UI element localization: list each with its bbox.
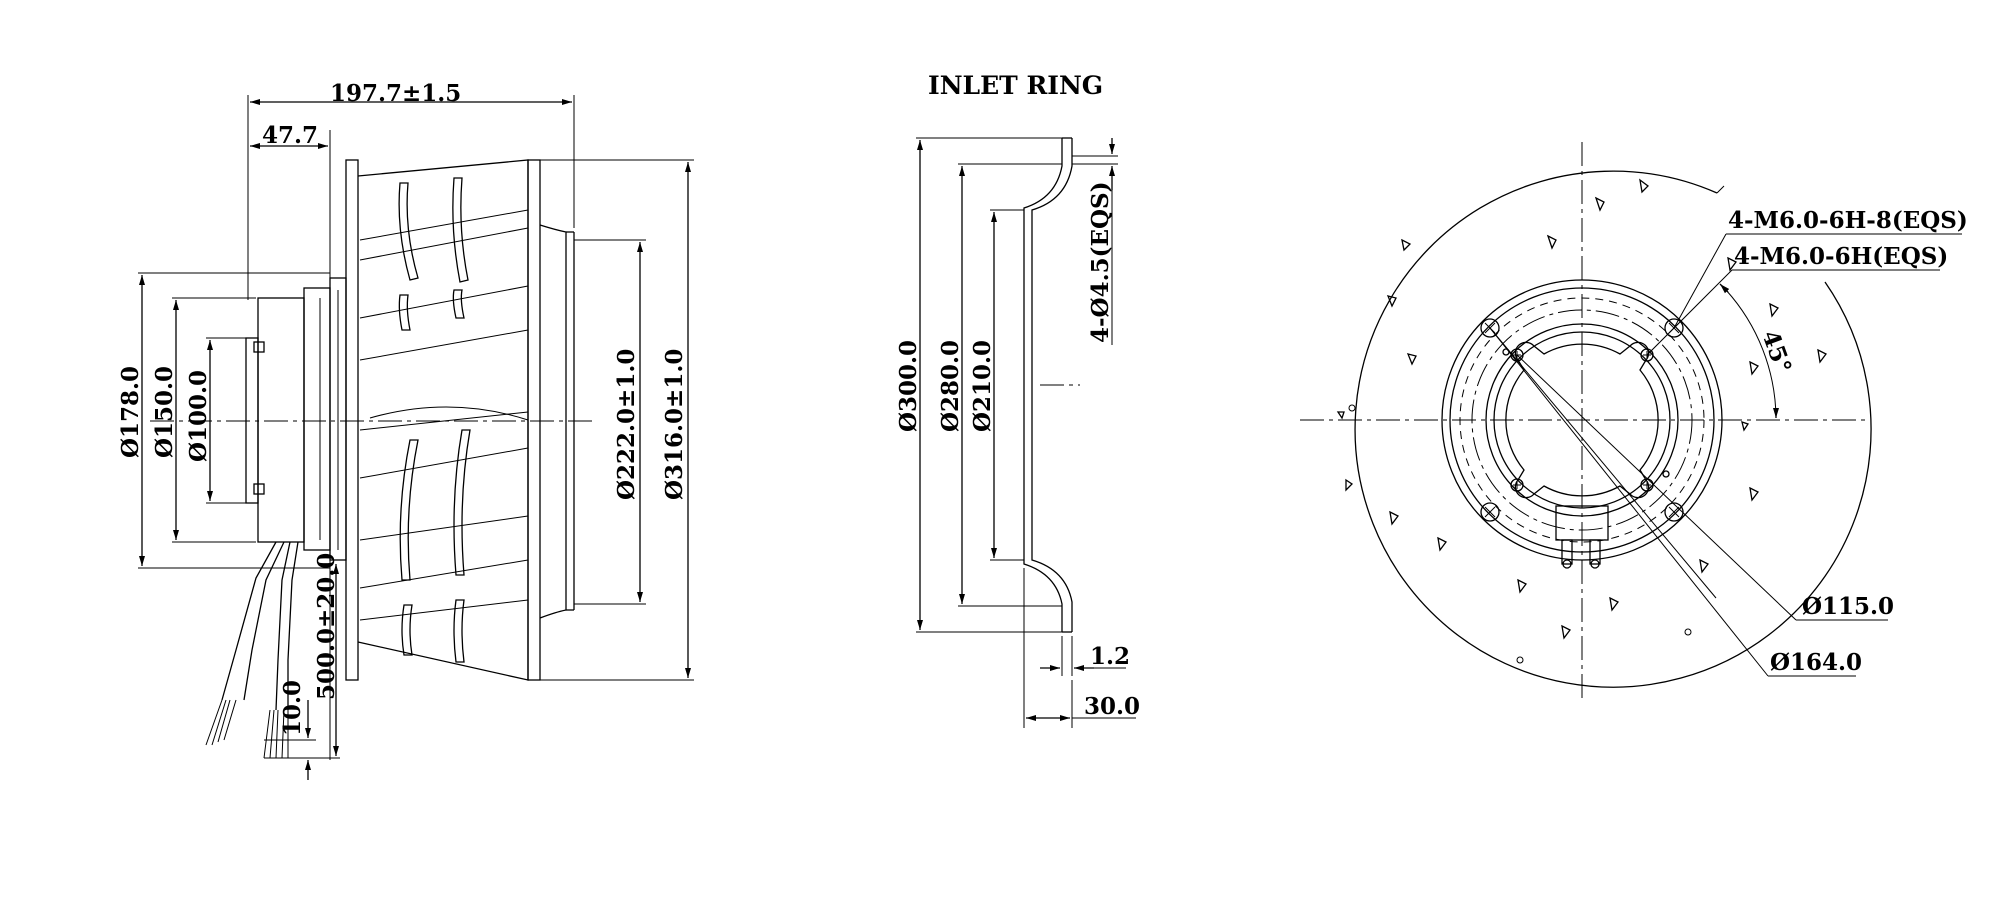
dim-dia-222: Ø222.0±1.0 <box>613 349 640 500</box>
screw-group-outer <box>1480 318 1684 522</box>
dim-ring-thickness: 1.2 <box>1090 643 1130 670</box>
dim-strip-length: 10.0 <box>279 680 306 736</box>
dim-ring-depth: 30.0 <box>1084 693 1140 720</box>
dim-dia-178: Ø178.0 <box>117 366 144 458</box>
dim-pcd-164: Ø164.0 <box>1770 649 1862 676</box>
blade-markers <box>1336 178 1827 664</box>
dim-dia-150: Ø150.0 <box>151 366 178 458</box>
dim-ring-holes: 4-Ø4.5(EQS) <box>1087 181 1114 343</box>
dim-ring-dia-280: Ø280.0 <box>937 340 964 432</box>
side-view: 197.7±1.5 47.7 Ø178.0 Ø150.0 Ø100.0 Ø222… <box>117 80 694 780</box>
dim-ring-dia-210: Ø210.0 <box>969 340 996 432</box>
dim-pcd-115: Ø115.0 <box>1802 593 1894 620</box>
inlet-ring-view: INLET RING Ø300.0 Ø280.0 Ø210.0 4-Ø4.5(E… <box>895 71 1140 728</box>
dim-motor-offset: 47.7 <box>262 122 318 149</box>
dim-dia-100: Ø100.0 <box>185 370 212 462</box>
dim-lead-length: 500.0±20.0 <box>313 553 340 700</box>
label-thread-a: 4-M6.0-6H-8(EQS) <box>1728 207 1968 234</box>
dim-overall-length: 197.7±1.5 <box>330 80 461 107</box>
dim-dia-316: Ø316.0±1.0 <box>661 349 688 500</box>
label-thread-b: 4-M6.0-6H(EQS) <box>1734 243 1948 270</box>
front-view: 45° 4-M6.0-6H-8(EQS) 4-M6.0-6H(EQS) Ø115… <box>1300 142 1968 700</box>
dim-angle-45: 45° <box>1756 327 1796 377</box>
inlet-ring-title: INLET RING <box>928 71 1103 100</box>
dim-ring-dia-300: Ø300.0 <box>895 340 922 432</box>
